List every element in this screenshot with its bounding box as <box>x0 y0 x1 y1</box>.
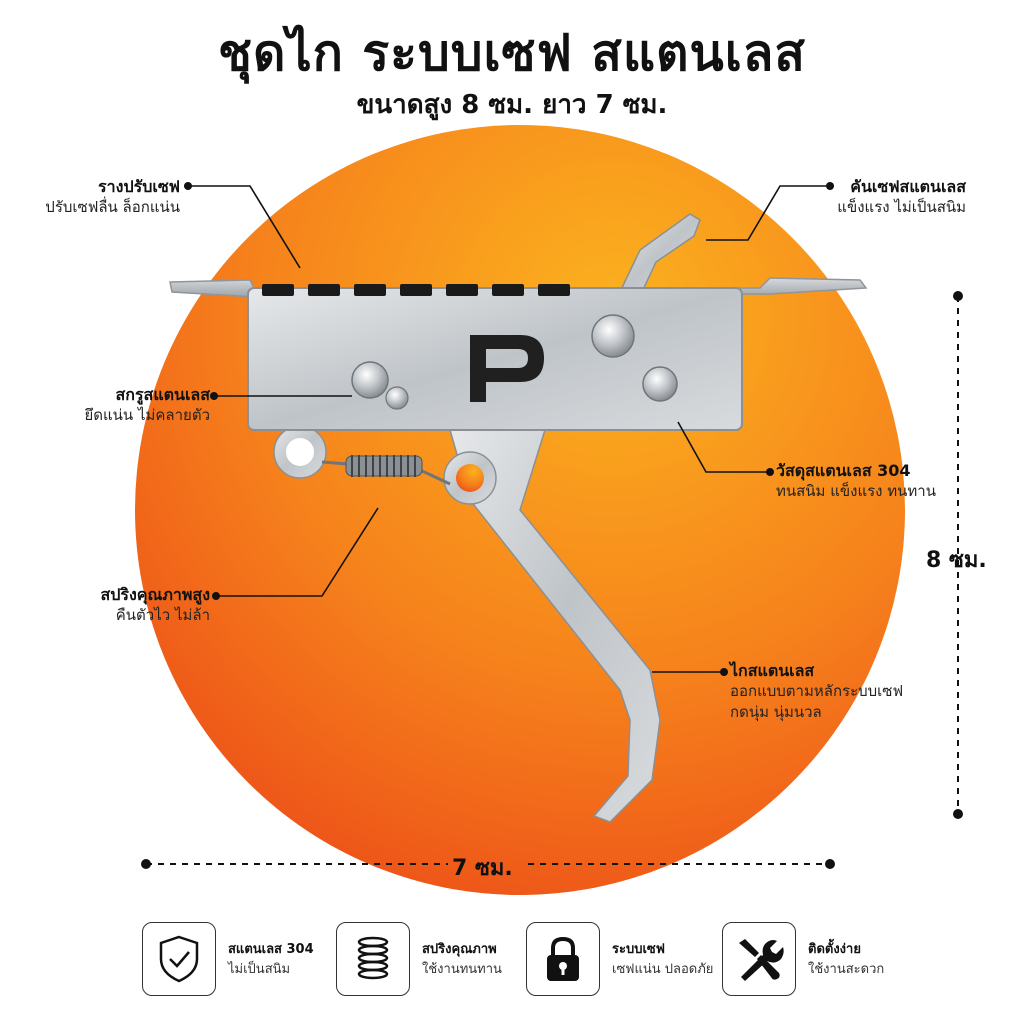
callout-lever: คันเซฟสแตนเลส แข็งแรง ไม่เป็นสนิม <box>790 176 966 218</box>
callout-spring-title: สปริงคุณภาพสูง <box>100 585 210 604</box>
callout-screw: สกรูสแตนเลส ยึดแน่น ไม่คลายตัว <box>14 384 210 426</box>
page-title: ชุดไก ระบบเซฟ สแตนเลส <box>218 24 806 82</box>
screw-bolt <box>351 361 389 399</box>
stainless-housing <box>247 287 743 431</box>
feature-title: สแตนเลส 304 <box>228 942 314 957</box>
feature-title: สปริงคุณภาพ <box>422 942 497 957</box>
trigger-blade <box>449 429 661 823</box>
width-label: 7 ซม. <box>452 856 513 881</box>
feature-desc: เซฟแน่น ปลอดภัย <box>612 962 714 977</box>
rail-slots <box>262 284 570 296</box>
shield-check-icon <box>159 935 199 983</box>
callout-spring: สปริงคุณภาพสูง คืนตัวไว ไม่ล้า <box>14 584 210 626</box>
callout-screw-desc: ยึดแน่น ไม่คลายตัว <box>84 406 210 424</box>
height-label: 8 ซม. <box>926 548 987 573</box>
feature-desc: ใช้งานสะดวก <box>808 962 885 977</box>
width-dimension <box>141 859 835 869</box>
feature-desc: ไม่เป็นสนิม <box>228 962 291 977</box>
callout-rail: รางปรับเซฟ ปรับเซฟลื่น ล็อกแน่น <box>14 176 180 218</box>
callout-material-desc: ทนสนิม แข็งแรง ทนทาน <box>776 482 936 500</box>
height-dimension <box>953 291 963 819</box>
wrench-screwdriver-icon <box>739 939 784 981</box>
callout-trigger: ไกสแตนเลส ออกแบบตามหลักระบบเซฟ กดนุ่ม นุ… <box>730 660 940 723</box>
coil-spring-icon <box>357 936 389 980</box>
tension-spring <box>321 455 451 486</box>
size-subtitle: ขนาดสูง 8 ซม. ยาว 7 ซม. <box>356 90 668 120</box>
callout-trigger-desc-1: ออกแบบตามหลักระบบเซฟ <box>730 682 904 700</box>
callout-lever-title: คันเซฟสแตนเลส <box>850 177 966 196</box>
feature-title: ติดตั้งง่าย <box>808 942 861 957</box>
screw-bolt-3 <box>642 366 678 402</box>
callout-spring-desc: คืนตัวไว ไม่ล้า <box>115 606 210 624</box>
callout-trigger-desc-2: กดนุ่ม นุ่มนวล <box>730 703 822 721</box>
padlock-icon <box>547 936 579 981</box>
callout-material: วัสดุสแตนเลส 304 ทนสนิม แข็งแรง ทนทาน <box>776 460 976 502</box>
callout-screw-title: สกรูสแตนเลส <box>115 385 211 404</box>
callout-material-title: วัสดุสแตนเลส 304 <box>776 461 911 480</box>
screw-bolt-2 <box>591 314 635 358</box>
callout-rail-title: รางปรับเซฟ <box>98 177 180 196</box>
callout-lever-desc: แข็งแรง ไม่เป็นสนิม <box>837 198 966 216</box>
callout-trigger-title: ไกสแตนเลส <box>730 661 815 680</box>
callout-rail-desc: ปรับเซฟลื่น ล็อกแน่น <box>45 198 180 216</box>
p-logo-cutout <box>470 335 544 402</box>
feature-desc: ใช้งานทนทาน <box>422 962 502 977</box>
feature-title: ระบบเซฟ <box>612 942 665 957</box>
